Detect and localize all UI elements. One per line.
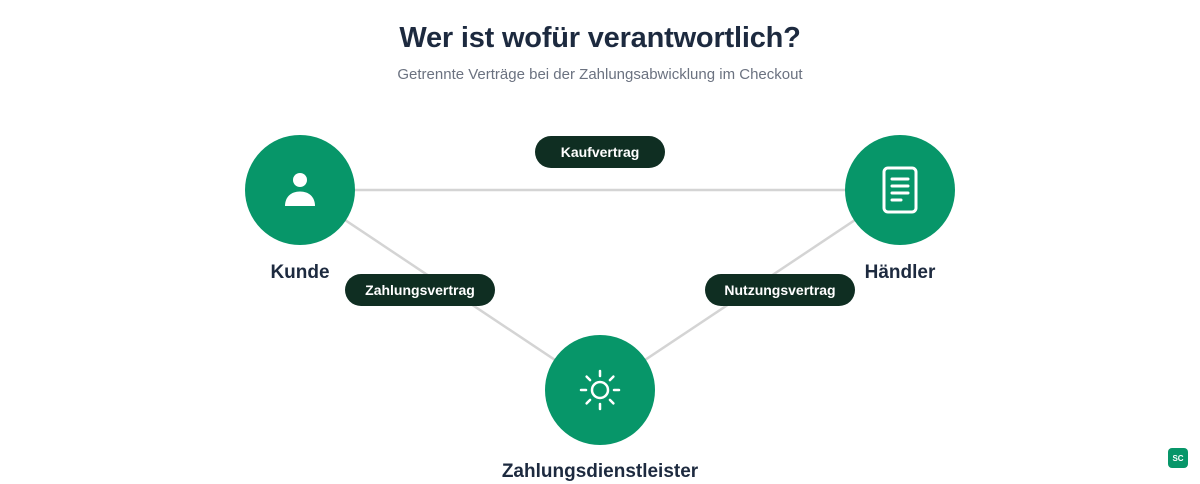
node-kunde xyxy=(245,135,355,245)
contract-zahlungsvertrag: Zahlungsvertrag xyxy=(345,274,495,306)
node-haendler-label: Händler xyxy=(864,262,936,283)
person-icon xyxy=(283,170,317,210)
page-subtitle: Getrennte Verträge bei der Zahlungsabwic… xyxy=(397,66,803,83)
contract-kaufvertrag: Kaufvertrag xyxy=(535,136,665,168)
node-zahlungsdienstleister xyxy=(545,335,655,445)
document-icon xyxy=(882,166,918,214)
node-zahlungsdienstleister-label: Zahlungsdienstleister xyxy=(501,461,699,482)
contract-nutzungsvertrag: Nutzungsvertrag xyxy=(705,274,855,306)
sc-badge: SC xyxy=(1168,448,1188,468)
node-haendler xyxy=(845,135,955,245)
node-kunde-label: Kunde xyxy=(270,262,330,283)
page-title: Wer ist wofür verantwortlich? xyxy=(399,22,801,54)
sun-icon xyxy=(578,368,622,412)
